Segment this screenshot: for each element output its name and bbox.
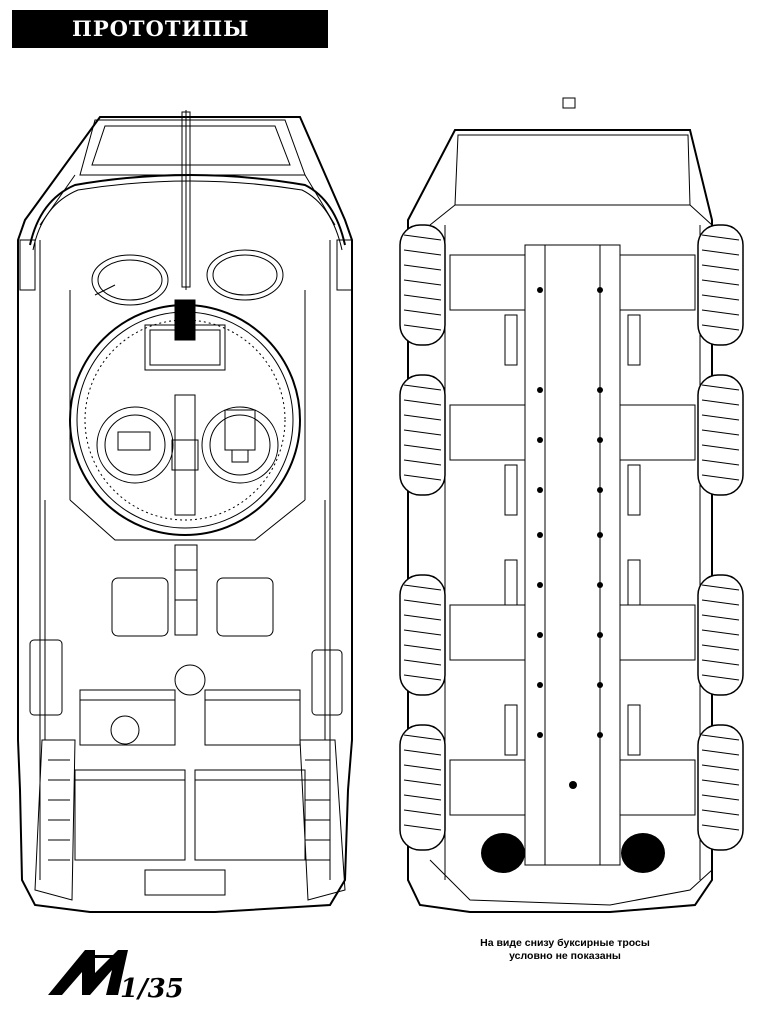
magazine-logo bbox=[48, 950, 128, 995]
caption-line-1: На виде снизу буксирные тросы bbox=[480, 937, 650, 949]
suspension bbox=[449, 254, 696, 816]
page-title: ПРОТОТИПЫ bbox=[72, 16, 250, 41]
wheels bbox=[399, 224, 744, 851]
header-bar bbox=[12, 10, 328, 48]
scale-label: 1/35 bbox=[120, 974, 184, 1004]
top-view bbox=[17, 110, 353, 913]
caption-line-2: условно не показаны bbox=[509, 950, 621, 962]
caption: На виде снизу буксирные тросы условно не… bbox=[440, 937, 690, 963]
